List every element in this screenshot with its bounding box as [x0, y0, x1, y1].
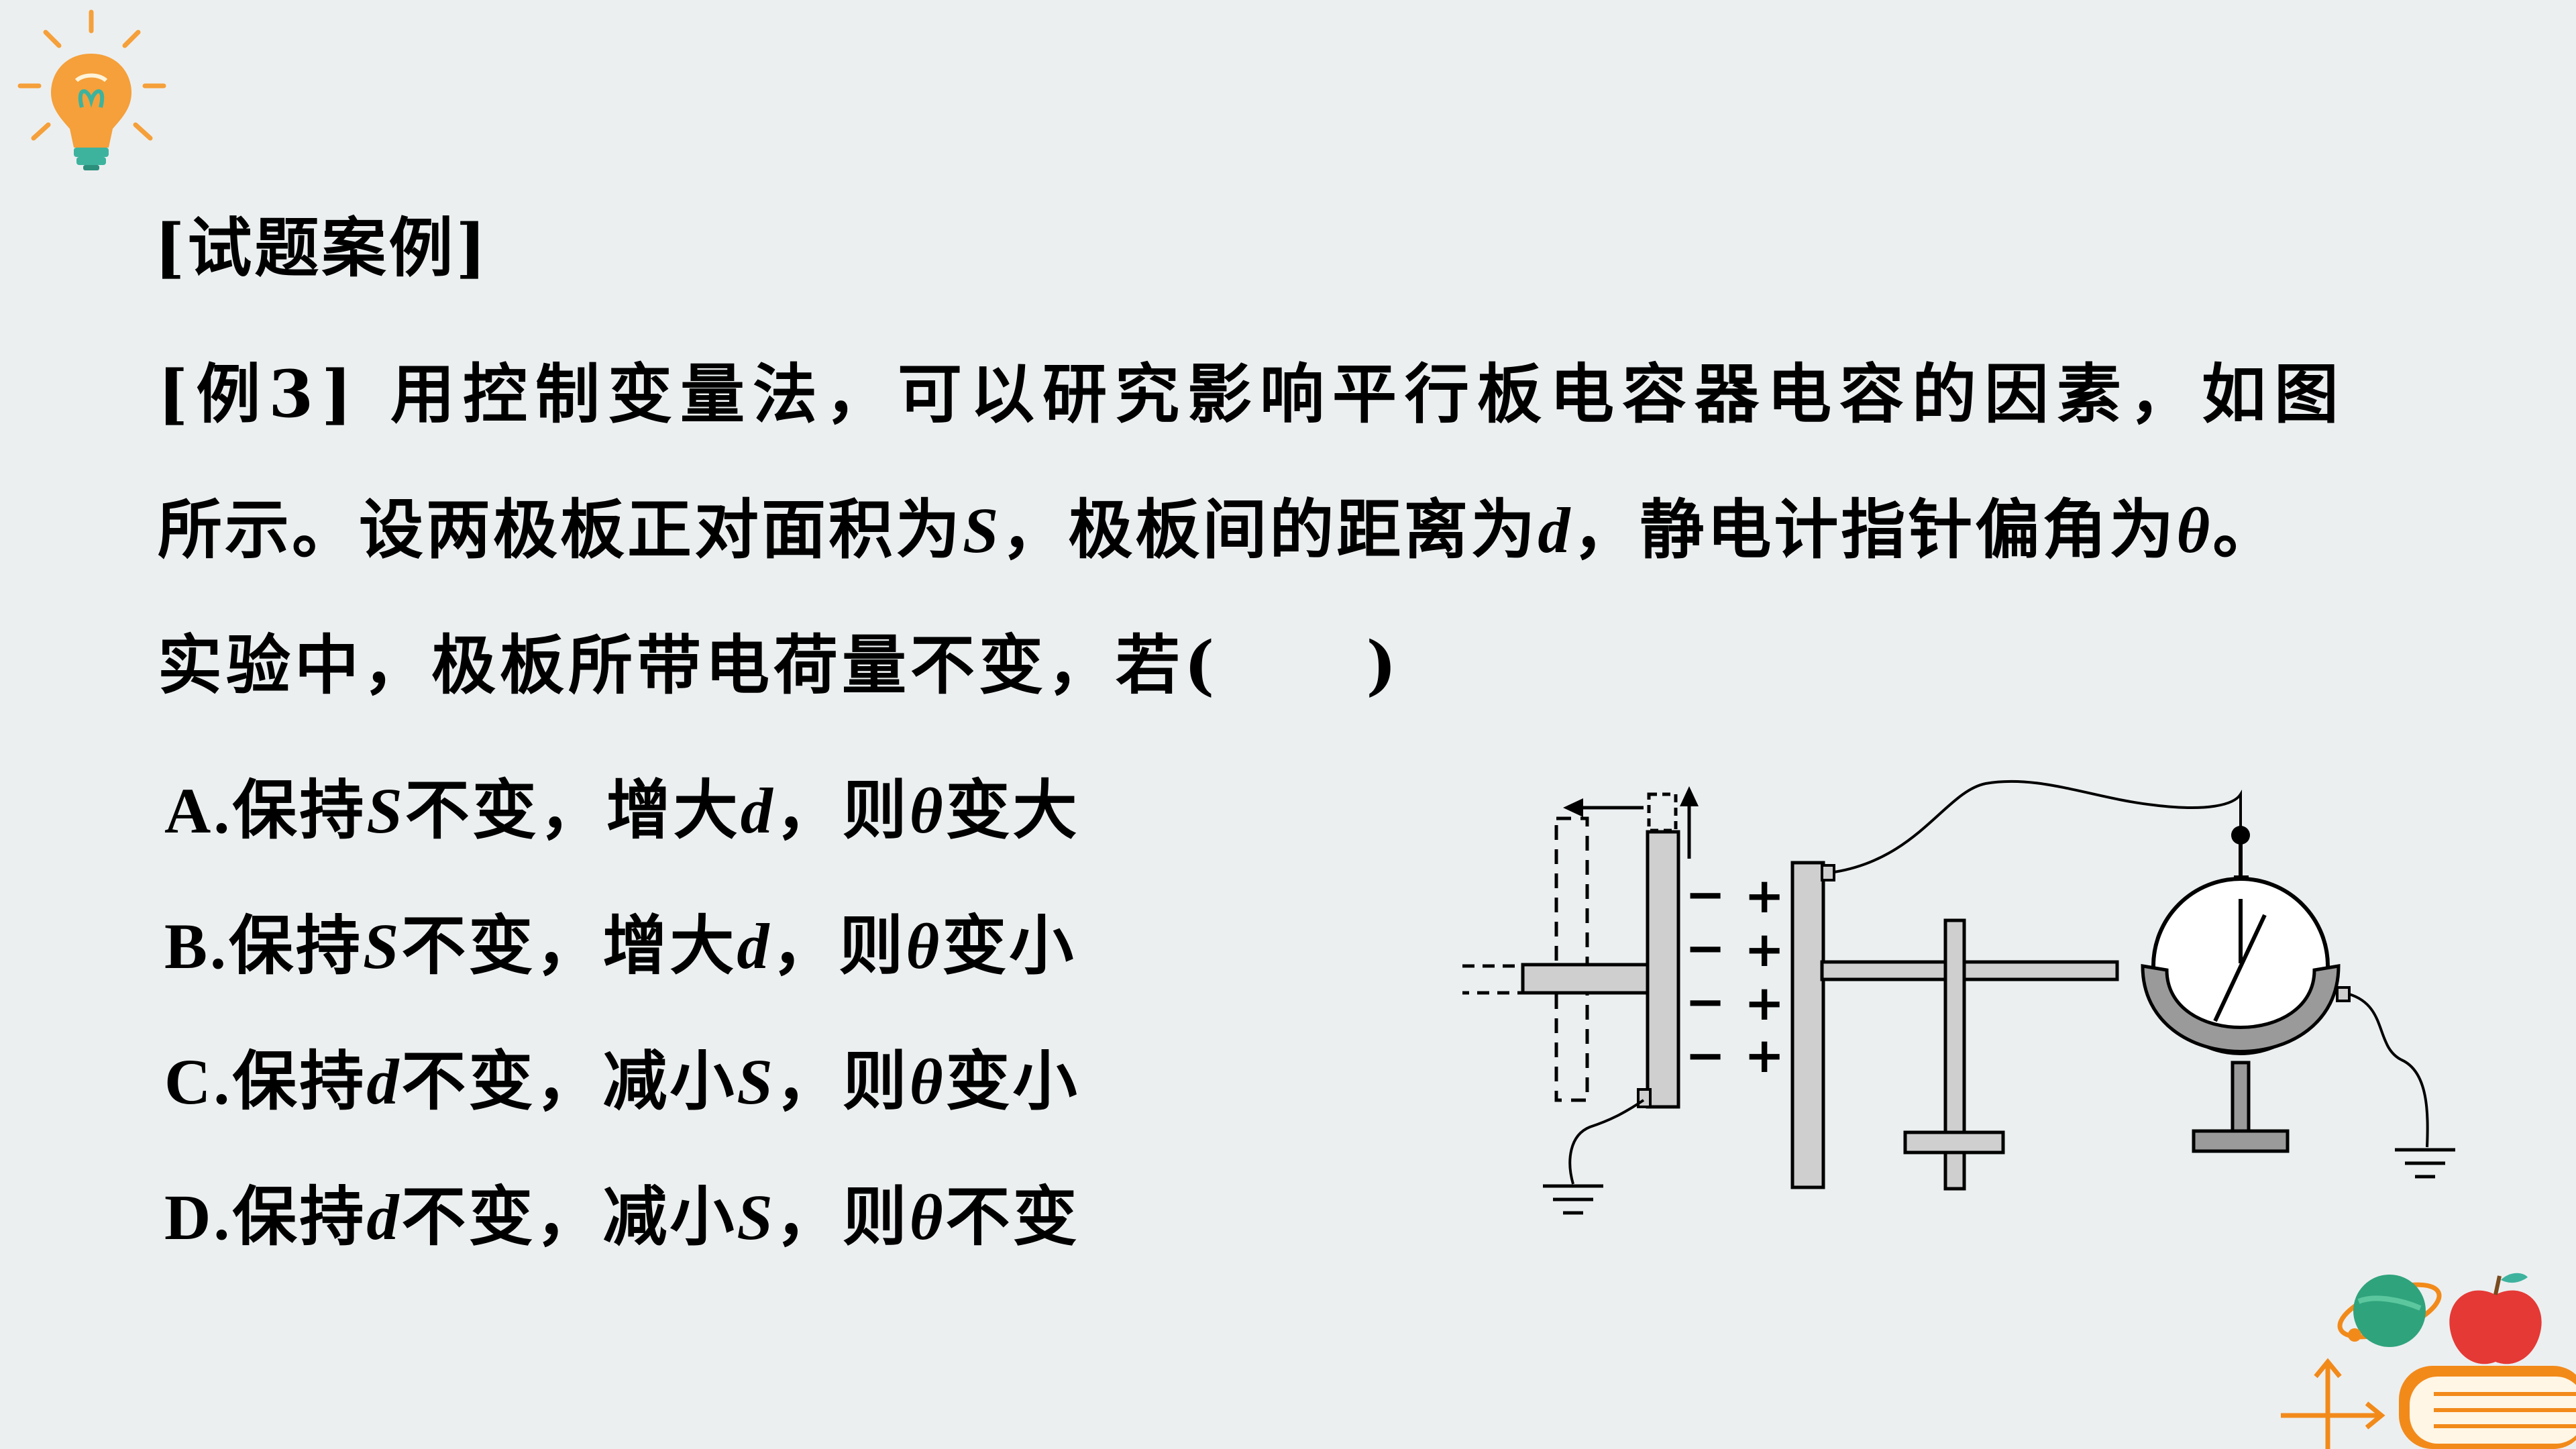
- option-text: 不变，增大: [405, 772, 741, 848]
- option-variable: θ: [909, 775, 946, 847]
- option-text: 不变，减小: [401, 1043, 737, 1119]
- option-text: 保持: [229, 908, 364, 983]
- option-letter: B.: [164, 910, 229, 982]
- plus-sign: +: [1744, 921, 1784, 977]
- minus-sign: −: [1685, 973, 1725, 1030]
- option-variable: S: [366, 775, 405, 847]
- dashed-plate-top: [1647, 792, 1678, 833]
- question-text: 所示。设两极板正对面积为: [158, 492, 963, 568]
- question-text: ，极板间的距离为: [1001, 492, 1538, 568]
- stand-rod: [1820, 960, 2119, 981]
- question-text: ): [1366, 627, 1401, 703]
- option-text: ，则: [775, 772, 910, 848]
- option-variable: d: [366, 1046, 402, 1118]
- lightbulb-icon: [17, 9, 166, 170]
- option-variable: S: [737, 1181, 775, 1253]
- dashed-rod: [1462, 964, 1525, 995]
- minus-sign: −: [1685, 1027, 1725, 1083]
- option-variable: d: [737, 910, 772, 982]
- plus-sign: +: [1744, 975, 1784, 1031]
- option-text: 不变，减小: [401, 1179, 737, 1254]
- electroscope-needle: [2213, 914, 2267, 1022]
- stand-base: [1903, 1130, 2005, 1155]
- option-text: 保持: [232, 1179, 367, 1254]
- option-variable: S: [737, 1046, 775, 1118]
- option-letter: A.: [164, 775, 233, 847]
- option-variable: S: [363, 910, 402, 982]
- question-text: 。: [2212, 492, 2280, 568]
- plus-sign: +: [1744, 1027, 1784, 1083]
- minus-sign: −: [1685, 920, 1725, 976]
- option-text: 不变: [945, 1179, 1080, 1254]
- up-arrow-icon: [1680, 786, 1699, 859]
- option-d[interactable]: D.保持d不变，减小S，则θ不变: [164, 1185, 1080, 1250]
- section-title: [试题案例]: [154, 210, 489, 286]
- option-letter: D.: [164, 1181, 233, 1253]
- option-b[interactable]: B.保持S不变，增大d，则θ变小: [164, 914, 1076, 979]
- electroscope: [2141, 826, 2351, 1153]
- left-arrow-icon: [1563, 798, 1644, 817]
- left-plate: [1646, 830, 1680, 1109]
- option-a[interactable]: A.保持S不变，增大d，则θ变大: [164, 778, 1080, 843]
- option-text: 不变，增大: [401, 908, 737, 983]
- option-variable: d: [740, 775, 775, 847]
- option-text: ，则: [771, 908, 906, 983]
- left-plate-rod: [1521, 963, 1656, 995]
- option-text: 变大: [945, 772, 1080, 848]
- option-text: 变小: [945, 1043, 1080, 1119]
- capacitor-diagram: − − − − + + + +: [1462, 780, 2455, 1215]
- question-text: 实验中，极板所带电荷量不变，若(: [158, 627, 1219, 703]
- question-line-3: 实验中，极板所带电荷量不变，若(): [158, 633, 1401, 698]
- option-variable: θ: [909, 1046, 946, 1118]
- ground-icon: [2395, 1148, 2455, 1179]
- dashed-plate-outline: [1554, 816, 1589, 1102]
- option-c[interactable]: C.保持d不变，减小S，则θ变小: [164, 1049, 1080, 1114]
- connecting-wire: [1833, 780, 2242, 873]
- question-line-1: [例3] 用控制变量法，可以研究影响平行板电容器电容的因素，如图: [158, 356, 2347, 432]
- right-plate: [1790, 861, 1825, 1189]
- ground-icon: [1543, 1184, 1603, 1215]
- option-text: 保持: [232, 772, 367, 848]
- minus-sign: −: [1685, 866, 1725, 922]
- variable-s: S: [963, 494, 1002, 566]
- school-decoration-icon: [2281, 1273, 2576, 1449]
- question-text: ，静电计指针偏角为: [1572, 492, 2177, 568]
- option-text: ，则: [775, 1043, 910, 1119]
- plus-sign: +: [1744, 867, 1784, 924]
- option-text: ，则: [775, 1179, 910, 1254]
- option-variable: θ: [909, 1181, 946, 1253]
- question-line-2: 所示。设两极板正对面积为S，极板间的距离为d，静电计指针偏角为θ。: [158, 498, 2279, 563]
- variable-theta: θ: [2176, 494, 2213, 566]
- option-text: 保持: [232, 1043, 367, 1119]
- variable-d: d: [1538, 494, 1573, 566]
- option-text: 变小: [942, 908, 1077, 983]
- option-letter: C.: [164, 1046, 233, 1118]
- option-variable: θ: [906, 910, 943, 982]
- option-variable: d: [366, 1181, 402, 1253]
